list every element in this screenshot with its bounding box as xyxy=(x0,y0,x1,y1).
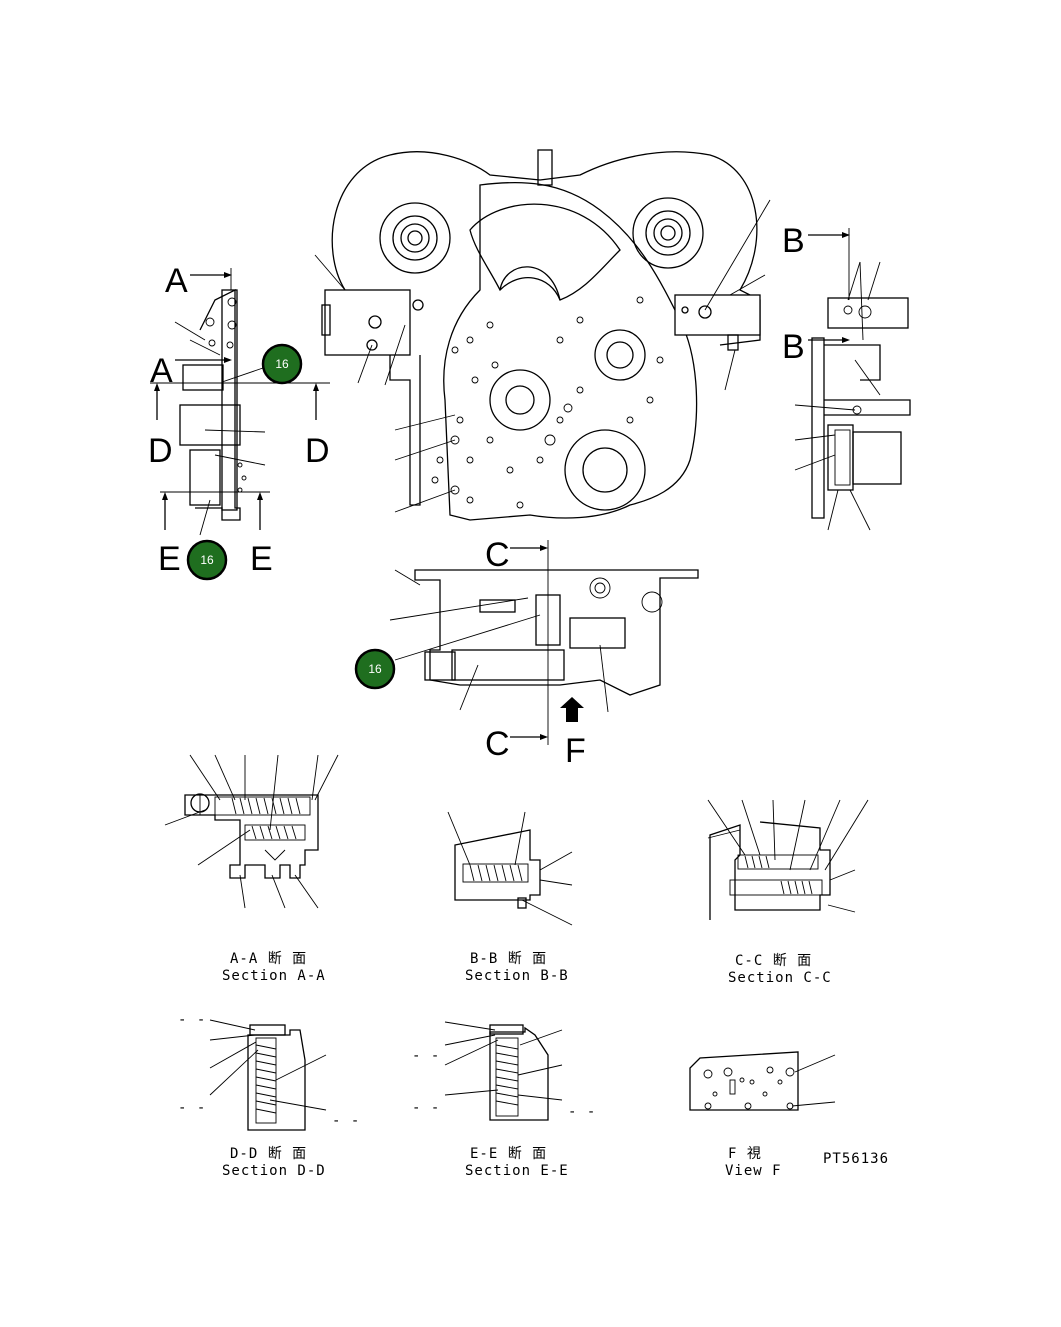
leaders-main xyxy=(314,199,771,513)
dash-ee-l1: - - xyxy=(412,1048,440,1064)
right-side-view xyxy=(794,228,911,531)
right-bearing xyxy=(632,197,704,269)
caption-bb-jp: B-B 断 面 xyxy=(470,951,547,967)
section-dd-drawing xyxy=(209,1019,327,1131)
svg-text:16: 16 xyxy=(368,662,382,676)
caption-ee-en: Section E-E xyxy=(465,1163,569,1179)
marker-c-top: C xyxy=(485,536,510,574)
section-bb-drawing xyxy=(447,811,573,926)
badge-16-bottom[interactable]: 16 xyxy=(354,648,396,690)
caption-aa-jp: A-A 断 面 xyxy=(230,951,307,967)
bolt-holes xyxy=(431,296,664,509)
dash-dd-br: - - xyxy=(332,1113,360,1129)
section-cc-drawing xyxy=(707,799,869,920)
marker-f: F xyxy=(565,732,586,770)
section-aa-drawing xyxy=(164,754,339,909)
left-bearing xyxy=(379,202,451,274)
caption-f-en: View F xyxy=(725,1163,782,1179)
section-ee-drawing xyxy=(444,1021,563,1121)
caption-bb-en: Section B-B xyxy=(465,968,569,984)
caption-cc-jp: C-C 断 面 xyxy=(735,953,812,969)
marker-b-top: B xyxy=(782,222,805,260)
drawing-id: PT56136 xyxy=(823,1151,889,1167)
svg-text:16: 16 xyxy=(275,357,289,371)
caption-ee-jp: E-E 断 面 xyxy=(470,1146,547,1162)
badge-16-upper[interactable]: 16 xyxy=(261,343,303,385)
marker-d-right: D xyxy=(305,432,330,470)
dash-dd-bl: - - xyxy=(178,1100,206,1116)
marker-a-top: A xyxy=(165,262,188,300)
caption-dd-jp: D-D 断 面 xyxy=(230,1146,307,1162)
caption-aa-en: Section A-A xyxy=(222,968,326,984)
main-front-view xyxy=(314,149,771,521)
dash-ee-l2: - - xyxy=(412,1100,440,1116)
marker-c-bottom: C xyxy=(485,725,510,763)
caption-cc-en: Section C-C xyxy=(728,970,832,986)
left-side-view xyxy=(150,268,330,536)
view-f-drawing xyxy=(689,1051,836,1111)
badge-16-left[interactable]: 16 xyxy=(186,539,228,581)
dash-ee-r: - - xyxy=(568,1104,596,1120)
caption-dd-en: Section D-D xyxy=(222,1163,326,1179)
marker-d-left: D xyxy=(148,432,173,470)
marker-a-mid: A xyxy=(150,352,173,390)
svg-text:16: 16 xyxy=(200,553,214,567)
marker-e-left: E xyxy=(158,540,181,578)
marker-b-mid: B xyxy=(782,328,805,366)
dash-dd-tl: - - xyxy=(178,1012,206,1028)
caption-f-jp: F 視 xyxy=(728,1146,762,1162)
top-view xyxy=(389,540,699,745)
marker-e-right: E xyxy=(250,540,273,578)
